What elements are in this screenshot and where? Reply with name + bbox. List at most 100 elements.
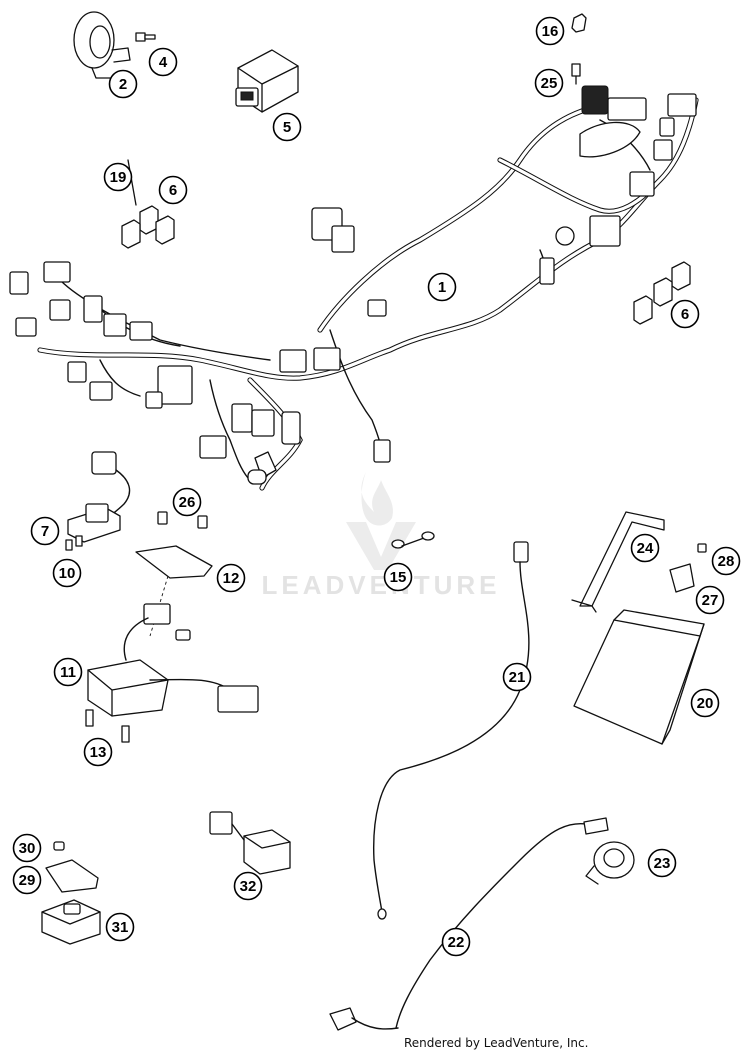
part-22-drawing bbox=[329, 817, 609, 1031]
callout-c2: 2 bbox=[108, 69, 138, 99]
part-6-right-fuses bbox=[633, 261, 691, 325]
callout-c32: 32 bbox=[233, 871, 263, 901]
callout-label: 22 bbox=[448, 934, 465, 951]
callout-c10: 10 bbox=[52, 558, 82, 588]
callout-label: 29 bbox=[19, 872, 36, 889]
callout-c19: 19 bbox=[103, 162, 133, 192]
callout-label: 10 bbox=[59, 565, 76, 582]
callout-label: 31 bbox=[112, 919, 129, 936]
callout-c26: 26 bbox=[172, 487, 202, 517]
callout-c6b: 6 bbox=[670, 299, 700, 329]
credit-text: Rendered by LeadVenture, Inc. bbox=[404, 1036, 589, 1050]
callout-label: 12 bbox=[223, 570, 240, 587]
callout-circle bbox=[535, 16, 565, 46]
watermark-logo-icon bbox=[346, 472, 416, 570]
callout-label: 2 bbox=[119, 76, 127, 93]
callout-label: 15 bbox=[390, 569, 407, 586]
callout-c6a: 6 bbox=[158, 175, 188, 205]
callout-c15: 15 bbox=[383, 562, 413, 592]
part-11-drawing bbox=[87, 603, 259, 717]
callout-c5: 5 bbox=[272, 112, 302, 142]
callout-label: 24 bbox=[637, 540, 654, 557]
callout-label: 32 bbox=[240, 878, 257, 895]
callout-label: 6 bbox=[169, 182, 177, 199]
callout-c25: 25 bbox=[534, 68, 564, 98]
part-30-drawing bbox=[53, 841, 65, 851]
callout-circle bbox=[158, 175, 188, 205]
callout-c21: 21 bbox=[502, 662, 532, 692]
callout-c12: 12 bbox=[216, 563, 246, 593]
callout-c29: 29 bbox=[12, 865, 42, 895]
callout-label: 13 bbox=[90, 744, 107, 761]
callout-label: 4 bbox=[159, 54, 168, 71]
callout-circle bbox=[12, 833, 42, 863]
part-21-drawing bbox=[373, 541, 530, 920]
callout-circle bbox=[383, 562, 413, 592]
callout-c1: 1 bbox=[427, 272, 457, 302]
part-1-wiring-harness bbox=[9, 85, 699, 491]
part-15-drawing bbox=[391, 531, 435, 549]
callout-circle bbox=[216, 563, 246, 593]
part-28-drawing bbox=[697, 543, 707, 553]
part-26-drawing bbox=[157, 511, 208, 529]
callout-circle bbox=[441, 927, 471, 957]
callout-circle bbox=[103, 162, 133, 192]
callout-label: 28 bbox=[718, 553, 735, 570]
callout-c22: 22 bbox=[441, 927, 471, 957]
callout-c24: 24 bbox=[630, 533, 660, 563]
callout-circle bbox=[427, 272, 457, 302]
callout-label: 19 bbox=[110, 169, 127, 186]
callout-c13: 13 bbox=[83, 737, 113, 767]
part-29-drawing bbox=[45, 859, 99, 893]
part-10-drawing bbox=[65, 535, 83, 551]
callout-label: 27 bbox=[702, 592, 719, 609]
part-32-drawing bbox=[209, 811, 291, 875]
part-4-drawing bbox=[135, 32, 156, 42]
part-24-drawing bbox=[571, 511, 665, 613]
callout-label: 21 bbox=[509, 669, 526, 686]
part-7-drawing bbox=[67, 451, 131, 543]
part-27-drawing bbox=[669, 563, 695, 593]
callout-circle bbox=[690, 688, 720, 718]
callout-circle bbox=[670, 299, 700, 329]
callout-label: 20 bbox=[697, 695, 714, 712]
callout-circle bbox=[172, 487, 202, 517]
part-20-drawing bbox=[573, 609, 705, 745]
part-23-drawing bbox=[585, 841, 635, 885]
callout-circle bbox=[148, 47, 178, 77]
callout-circle bbox=[52, 558, 82, 588]
watermark: LEADVENTURE bbox=[246, 462, 516, 612]
callout-circle bbox=[630, 533, 660, 563]
part-13-drawing bbox=[85, 709, 130, 743]
callout-circle bbox=[233, 871, 263, 901]
callout-c27: 27 bbox=[695, 585, 725, 615]
callout-circle bbox=[30, 516, 60, 546]
callout-label: 1 bbox=[438, 279, 446, 296]
part-16-25-drawing bbox=[571, 13, 587, 85]
callout-circle bbox=[695, 585, 725, 615]
callout-c30: 30 bbox=[12, 833, 42, 863]
callout-c11: 11 bbox=[53, 657, 83, 687]
callout-label: 6 bbox=[681, 306, 689, 323]
callout-c23: 23 bbox=[647, 848, 677, 878]
callout-circle bbox=[534, 68, 564, 98]
part-5-drawing bbox=[235, 49, 299, 113]
part-31-drawing bbox=[41, 899, 101, 945]
watermark-text: LEADVENTURE bbox=[261, 570, 501, 600]
callout-circle bbox=[105, 912, 135, 942]
callout-c7: 7 bbox=[30, 516, 60, 546]
callout-circle bbox=[647, 848, 677, 878]
callout-label: 5 bbox=[283, 119, 291, 136]
callout-label: 23 bbox=[654, 855, 671, 872]
callout-c16: 16 bbox=[535, 16, 565, 46]
callout-label: 16 bbox=[542, 23, 559, 40]
callout-label: 25 bbox=[541, 75, 558, 92]
callout-c31: 31 bbox=[105, 912, 135, 942]
callout-label: 30 bbox=[19, 840, 36, 857]
callout-c20: 20 bbox=[690, 688, 720, 718]
callout-circle bbox=[53, 657, 83, 687]
part-19-6-fuses bbox=[121, 159, 175, 249]
callout-c28: 28 bbox=[711, 546, 741, 576]
callout-label: 11 bbox=[60, 664, 76, 681]
